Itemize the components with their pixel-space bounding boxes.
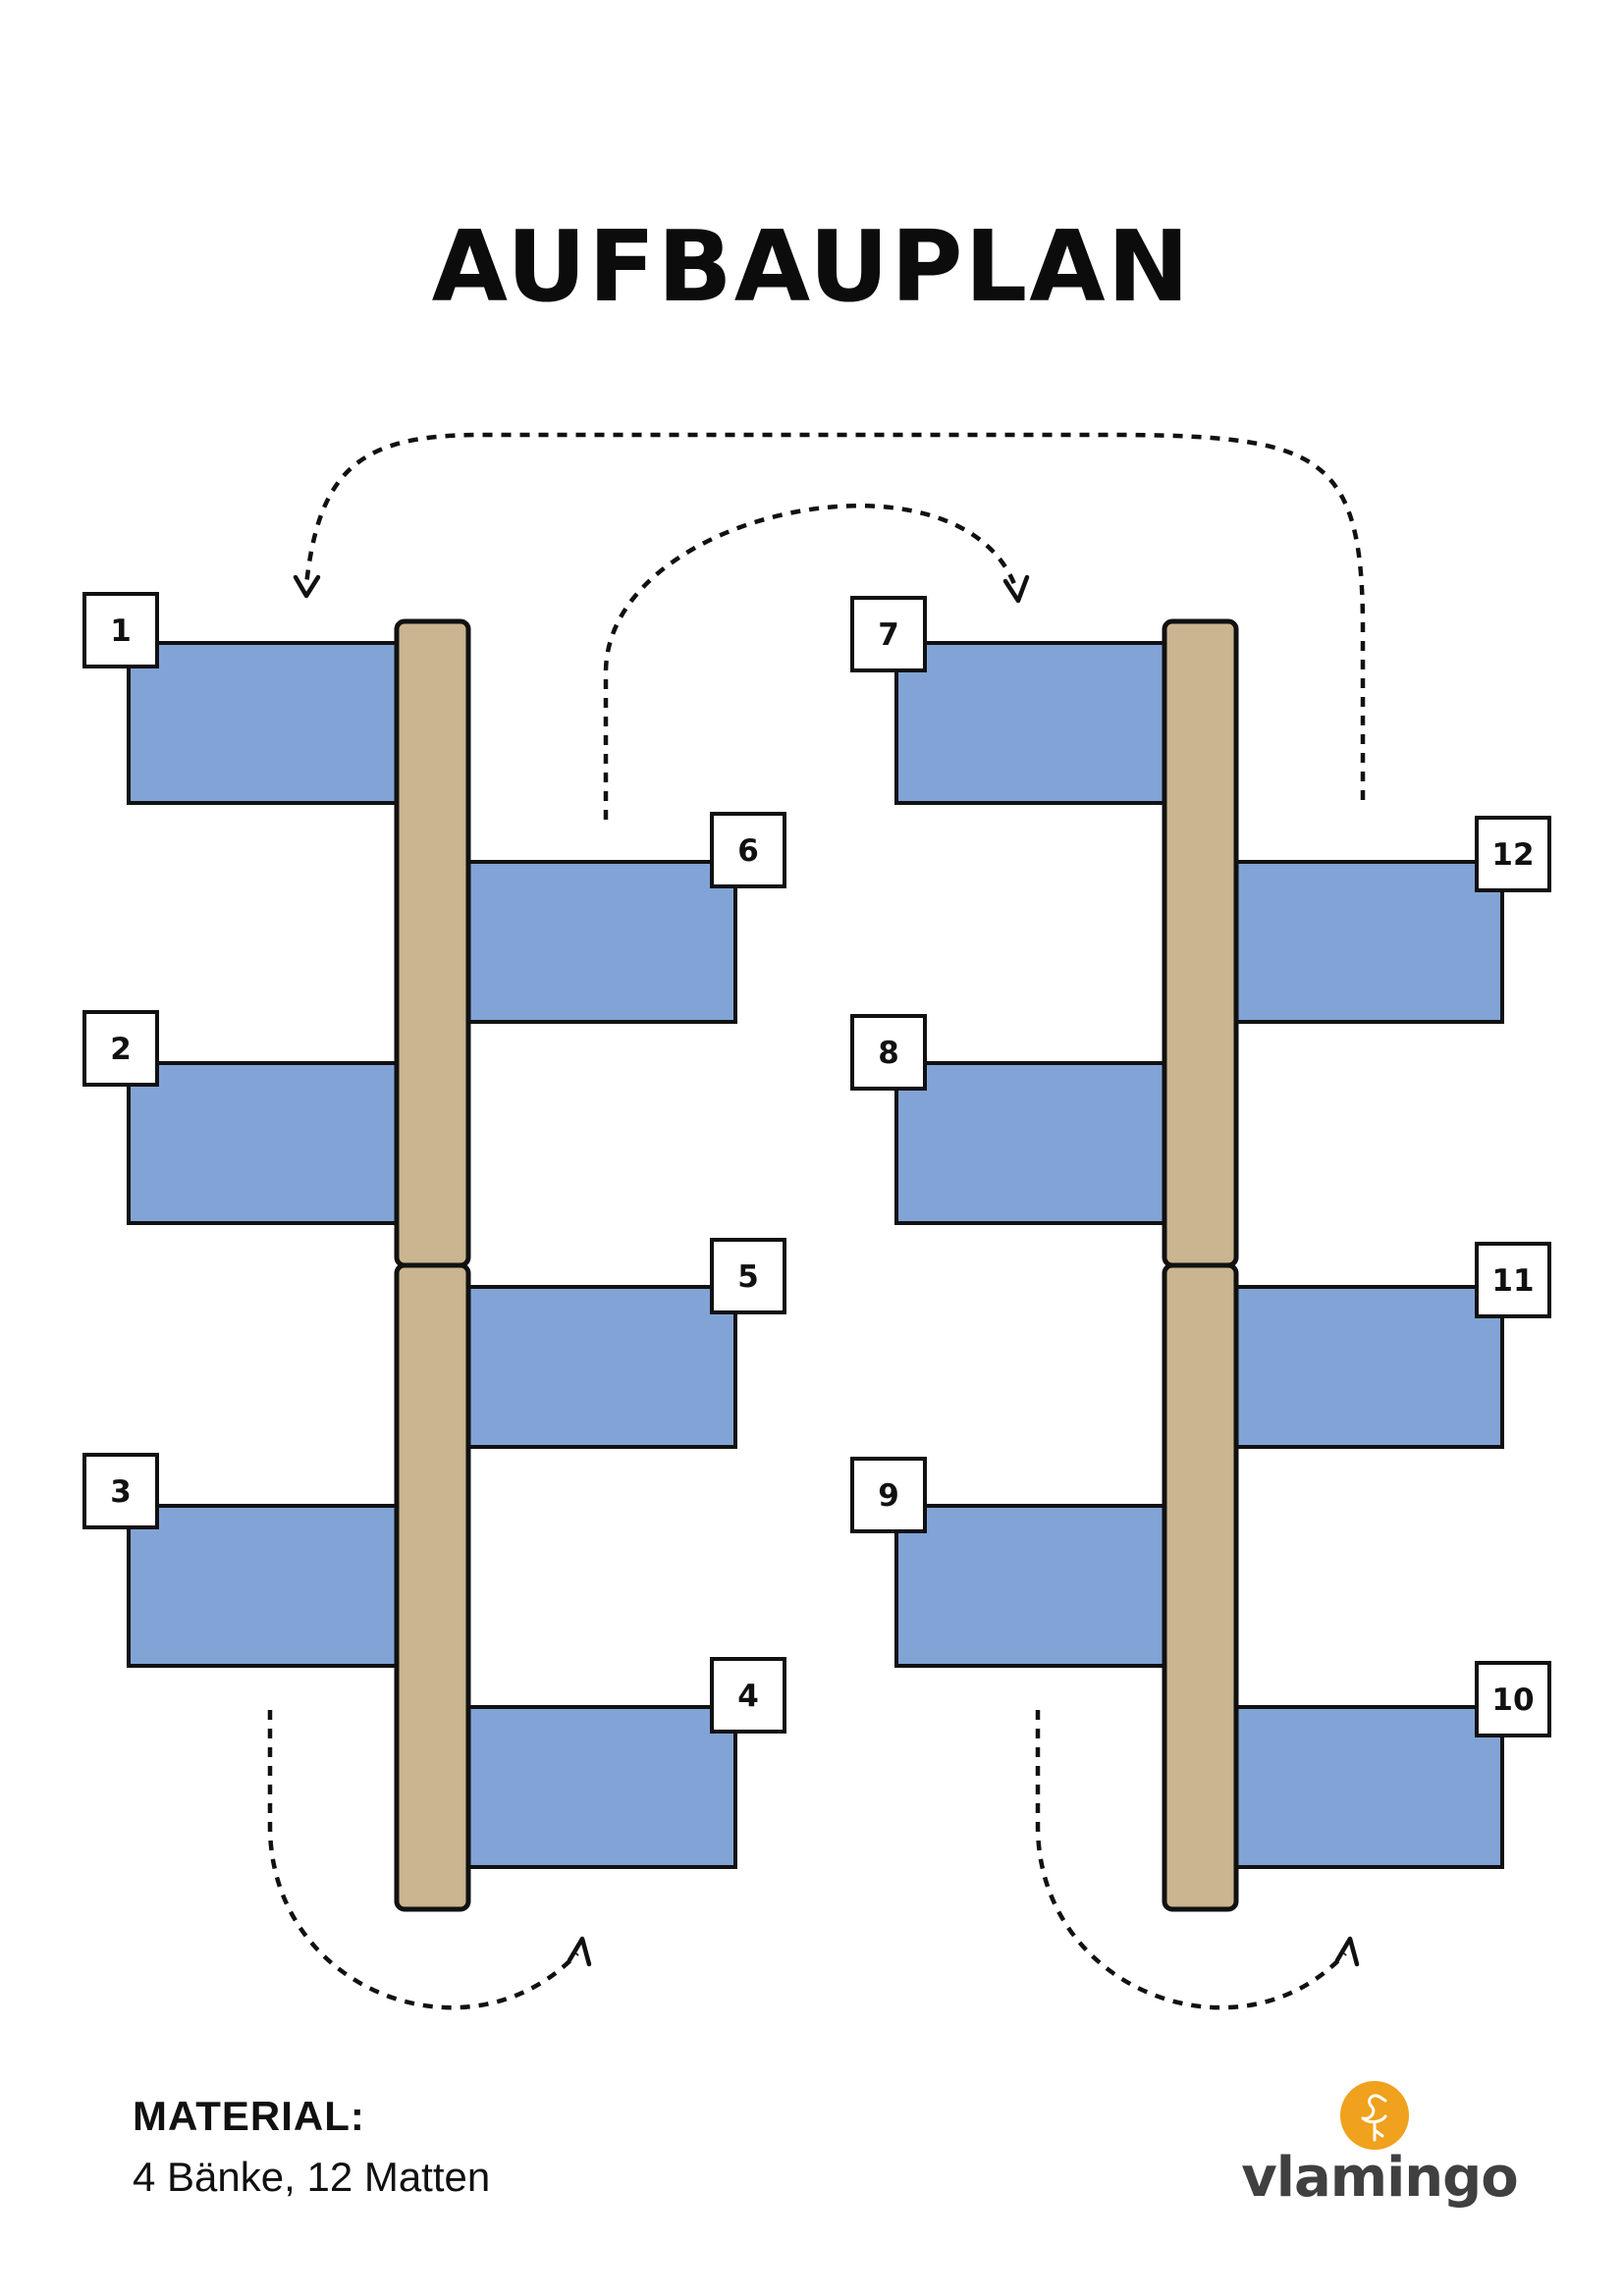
flow-arrow-12-to-1 — [293, 432, 1366, 800]
page-title: AUFBAUPLAN — [431, 209, 1192, 324]
station-number: 9 — [878, 1478, 899, 1514]
flow-arrow-9-to-10 — [1035, 1710, 1360, 2010]
station-number: 6 — [737, 833, 759, 869]
station-number: 5 — [737, 1259, 759, 1295]
station-number: 3 — [110, 1474, 132, 1510]
bench-right-top — [1162, 618, 1239, 1268]
mat-6 — [464, 860, 737, 1024]
station-number: 1 — [110, 614, 132, 649]
station-badge-9: 9 — [850, 1457, 927, 1533]
station-badge-11: 11 — [1475, 1242, 1551, 1318]
station-badge-4: 4 — [710, 1657, 786, 1734]
station-number: 4 — [737, 1679, 759, 1714]
station-number: 8 — [878, 1036, 899, 1071]
station-badge-6: 6 — [710, 812, 786, 888]
station-number: 7 — [878, 617, 899, 653]
material-list: 4 Bänke, 12 Matten — [133, 2154, 491, 2200]
brand-logo: vlamingo — [1232, 2081, 1527, 2228]
mat-3 — [127, 1504, 401, 1668]
station-badge-12: 12 — [1475, 816, 1551, 892]
station-number: 2 — [110, 1032, 132, 1067]
brand-name: vlamingo — [1241, 2146, 1518, 2210]
mat-10 — [1231, 1705, 1504, 1869]
station-badge-1: 1 — [82, 592, 159, 668]
flow-arrow-3-to-4 — [267, 1710, 592, 2010]
mat-11 — [1231, 1285, 1504, 1449]
station-badge-10: 10 — [1475, 1661, 1551, 1737]
mat-5 — [464, 1285, 737, 1449]
station-number: 12 — [1491, 837, 1534, 873]
station-badge-2: 2 — [82, 1010, 159, 1087]
material-info: MATERIAL: 4 Bänke, 12 Matten — [133, 2093, 490, 2201]
station-badge-7: 7 — [850, 596, 927, 672]
station-badge-3: 3 — [82, 1453, 159, 1529]
station-badge-8: 8 — [850, 1014, 927, 1091]
station-number: 11 — [1491, 1263, 1534, 1299]
bench-left-top — [394, 618, 471, 1268]
mat-8 — [894, 1061, 1168, 1225]
mat-9 — [894, 1504, 1168, 1668]
station-badge-5: 5 — [710, 1238, 786, 1314]
mat-7 — [894, 641, 1168, 805]
mat-1 — [127, 641, 401, 805]
material-label: MATERIAL: — [133, 2093, 365, 2139]
flow-arrow-6-to-7 — [603, 504, 1030, 820]
bench-left-bottom — [394, 1262, 471, 1912]
mat-4 — [464, 1705, 737, 1869]
station-number: 10 — [1491, 1682, 1534, 1718]
mat-2 — [127, 1061, 401, 1225]
bench-right-bottom — [1162, 1262, 1239, 1912]
mat-12 — [1231, 860, 1504, 1024]
flamingo-icon — [1340, 2081, 1409, 2150]
